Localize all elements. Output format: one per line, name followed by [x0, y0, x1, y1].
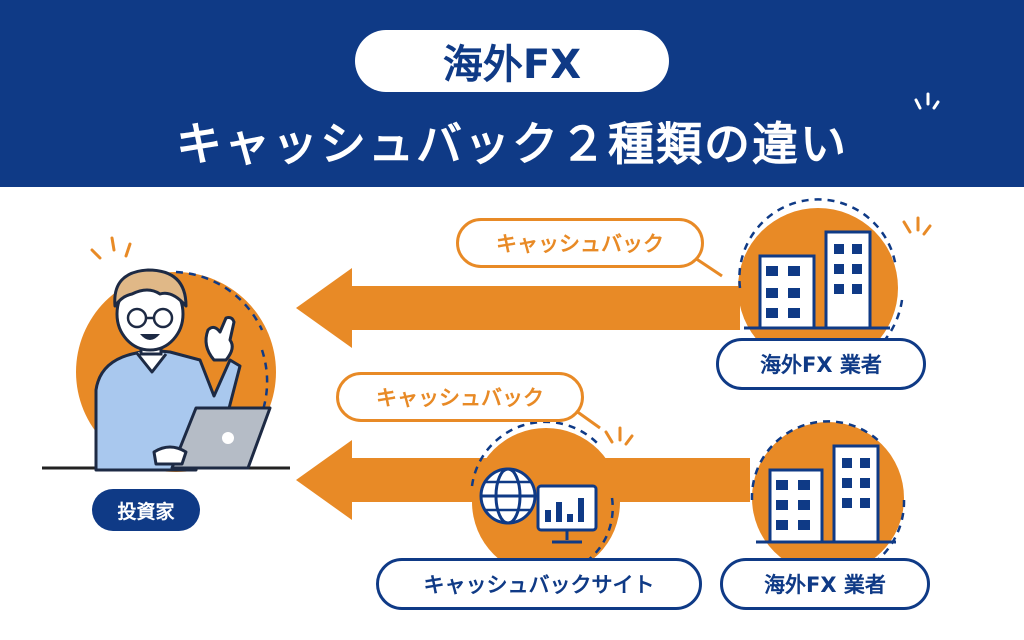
cashback-bubble-site: キャッシュバック — [336, 372, 584, 422]
investor-label: 投資家 — [92, 489, 200, 531]
broker-label-top: 海外FX 業者 — [716, 338, 926, 390]
cashback-site — [470, 420, 620, 576]
broker-building-top — [738, 198, 904, 368]
broker-label-bottom: 海外FX 業者 — [720, 558, 930, 610]
cashback-site-label: キャッシュバックサイト — [376, 558, 702, 610]
site-sparkle-icon — [604, 426, 634, 446]
investor-figure — [42, 268, 290, 472]
monitor-chart-icon — [536, 484, 598, 544]
globe-icon — [479, 467, 537, 525]
cashback-bubble-direct: キャッシュバック — [456, 218, 704, 268]
broker-top-sparkle-icon — [902, 216, 932, 236]
sparkle-icon — [914, 92, 940, 110]
broker-building-bottom — [750, 420, 906, 574]
page-subtitle: キャッシュバック２種類の違い — [176, 117, 848, 171]
page-title: 海外FX — [355, 30, 669, 92]
investor-sparkle-icon — [90, 236, 132, 260]
arrow-broker-to-investor — [296, 268, 740, 348]
